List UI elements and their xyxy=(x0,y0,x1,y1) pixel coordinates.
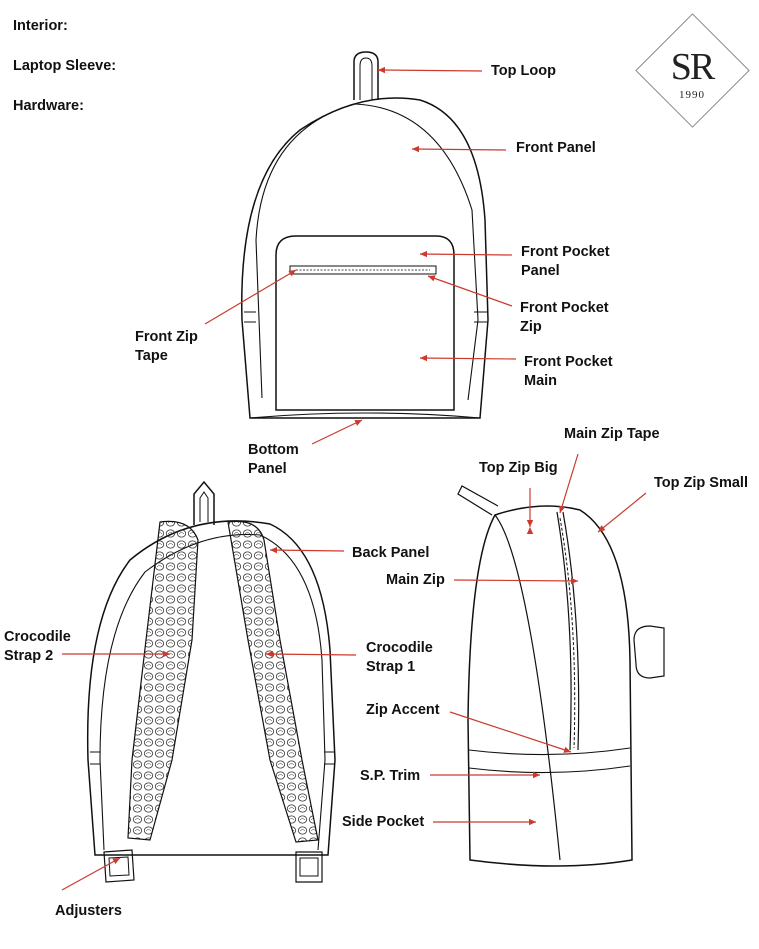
arrow-front-zip-tape xyxy=(204,269,297,325)
inner-panel-line xyxy=(255,103,479,401)
side-front-curve xyxy=(494,514,561,861)
label-main-zip: Main Zip xyxy=(386,572,445,588)
front-pocket-outline xyxy=(275,235,455,411)
label-front-pocket-zip: Front Pocket Zip xyxy=(520,300,609,335)
arrow-crocodile-strap-1 xyxy=(265,650,357,658)
crocodile-strap-2-shape xyxy=(127,520,199,841)
arrow-front-pocket-panel xyxy=(419,250,513,258)
label-front-zip-tape: Front Zip Tape xyxy=(135,329,198,364)
label-front-panel: Front Panel xyxy=(516,140,596,156)
bottom-panel-line xyxy=(249,412,481,419)
top-zip-big-pull xyxy=(457,485,499,516)
label-sp-trim: S.P. Trim xyxy=(360,768,421,784)
side-view-backpack xyxy=(457,485,665,867)
top-loop-shape xyxy=(353,51,379,100)
adjuster-left-shape xyxy=(103,849,135,883)
side-handle xyxy=(633,625,665,679)
annotation-arrows xyxy=(61,66,647,891)
front-view-backpack xyxy=(241,51,489,419)
arrow-top-loop xyxy=(377,66,483,74)
logo-monogram: SR xyxy=(670,46,715,88)
main-zip-track xyxy=(556,511,572,751)
label-back-panel: Back Panel xyxy=(352,545,430,561)
side-pocket-trim xyxy=(468,747,631,774)
crocodile-strap-1-shape xyxy=(227,520,319,843)
arrow-top-zip-small xyxy=(597,492,647,533)
label-adjusters: Adjusters xyxy=(55,903,122,919)
brand-logo: SR 1990 xyxy=(635,13,750,128)
front-body-outline xyxy=(241,97,489,419)
back-view-backpack xyxy=(86,480,336,883)
label-crocodile-strap-1: Crocodile Strap 1 xyxy=(366,640,433,675)
label-main-zip-tape: Main Zip Tape xyxy=(564,426,660,442)
arrow-front-pocket-zip xyxy=(427,275,513,307)
back-loop-shape xyxy=(193,480,215,525)
arrow-zip-accent xyxy=(449,711,572,753)
side-body-outline xyxy=(467,505,633,867)
spec-fields: Interior: Laptop Sleeve: Hardware: xyxy=(13,16,116,136)
label-side-pocket: Side Pocket xyxy=(342,814,425,830)
hardware-field: Hardware: xyxy=(13,98,84,114)
label-zip-accent: Zip Accent xyxy=(366,702,440,718)
arrow-front-pocket-main xyxy=(419,354,517,362)
label-top-zip-big: Top Zip Big xyxy=(479,460,558,476)
label-front-pocket-main: Front Pocket Main xyxy=(524,354,613,389)
label-bottom-panel: Bottom Panel xyxy=(248,442,299,477)
logo-year: 1990 xyxy=(679,89,705,101)
arrow-back-panel xyxy=(269,546,345,554)
arrow-front-panel xyxy=(411,145,507,153)
adjuster-right-shape xyxy=(295,851,323,883)
arrow-adjusters xyxy=(61,857,121,891)
interior-field: Interior: xyxy=(13,18,68,34)
arrow-main-zip-tape xyxy=(558,453,579,514)
arrow-main-zip xyxy=(453,577,579,585)
laptop-sleeve-field: Laptop Sleeve: xyxy=(13,58,117,74)
label-front-pocket-panel: Front Pocket Panel xyxy=(521,244,610,279)
label-top-loop: Top Loop xyxy=(491,63,556,79)
label-top-zip-small: Top Zip Small xyxy=(654,475,748,491)
arrow-bottom-panel xyxy=(311,419,363,445)
label-crocodile-strap-2: Crocodile Strap 2 xyxy=(4,629,71,664)
